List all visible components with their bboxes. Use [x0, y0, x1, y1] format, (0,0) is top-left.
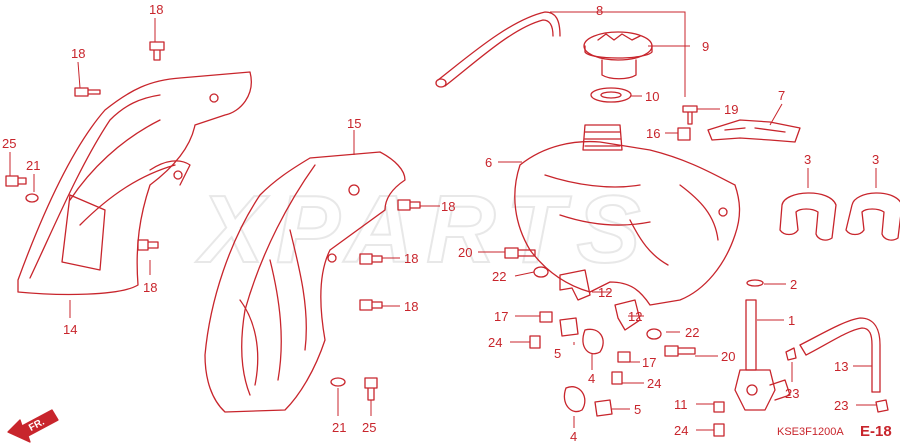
callout-20: 20 [458, 245, 472, 260]
callout-24: 24 [647, 376, 661, 391]
callout-17: 17 [494, 309, 508, 324]
callout-22: 22 [685, 325, 699, 340]
callout-1: 1 [788, 313, 795, 328]
callout-5: 5 [554, 346, 561, 361]
callout-21: 21 [26, 158, 40, 173]
callout-18: 18 [404, 299, 418, 314]
callout-12: 12 [598, 285, 612, 300]
breather-hose-part-8 [435, 11, 561, 88]
cap-gasket-part-10 [590, 87, 632, 103]
callout-17: 17 [642, 355, 656, 370]
right-shroud-part-15 [204, 151, 406, 413]
collar-part-16 [677, 127, 691, 141]
callout-19: 19 [724, 102, 738, 117]
callout-5: 5 [634, 402, 641, 417]
callout-18: 18 [404, 251, 418, 266]
callout-3: 3 [872, 152, 879, 167]
callout-2: 2 [790, 277, 797, 292]
washer-part-2 [746, 279, 764, 287]
callout-24: 24 [674, 423, 688, 438]
fuel-valve-part-1 [734, 299, 791, 411]
callout-16: 16 [646, 126, 660, 141]
callout-25: 25 [362, 420, 376, 435]
callout-22: 22 [492, 269, 506, 284]
callout-18: 18 [149, 2, 163, 17]
callout-9: 9 [702, 39, 709, 54]
callout-7: 7 [778, 88, 785, 103]
callout-23: 23 [785, 386, 799, 401]
callout-15: 15 [347, 116, 361, 131]
callout-18: 18 [71, 46, 85, 61]
hose-clip-part-3-right [845, 192, 900, 241]
drawing-code: KSE3F1200A [777, 426, 844, 438]
fuel-cap-part-9 [583, 31, 653, 80]
callout-10: 10 [645, 89, 659, 104]
callout-18: 18 [441, 199, 455, 214]
watermark-text: XPARTS [195, 176, 653, 283]
callout-14: 14 [63, 322, 77, 337]
callout-8: 8 [596, 3, 603, 18]
callout-12: 12 [628, 309, 642, 324]
fuel-tank-part-6 [514, 124, 741, 306]
callout-23: 23 [834, 398, 848, 413]
callout-3: 3 [804, 152, 811, 167]
front-direction-arrow: FR. [7, 409, 59, 443]
mounting-hardware [5, 41, 889, 437]
callout-labels: 18 18 25 21 18 14 15 18 18 18 21 25 8 9 … [2, 2, 879, 443]
hose-clip-part-3-left [779, 192, 837, 241]
callout-13: 13 [834, 359, 848, 374]
callout-11: 11 [674, 397, 688, 412]
leader-lines [9, 11, 877, 431]
callout-6: 6 [485, 155, 492, 170]
callout-4: 4 [570, 429, 577, 443]
callout-20: 20 [721, 349, 735, 364]
callout-24: 24 [488, 335, 502, 350]
fuel-tube-part-13 [799, 317, 881, 393]
left-shroud-part-14 [17, 71, 252, 296]
bolt-part-19 [682, 105, 698, 125]
callout-21: 21 [332, 420, 346, 435]
tank-stay-part-7 [707, 119, 801, 143]
callout-4: 4 [588, 371, 595, 386]
page-code: E-18 [860, 423, 892, 440]
callout-18: 18 [143, 280, 157, 295]
callout-25: 25 [2, 136, 16, 151]
